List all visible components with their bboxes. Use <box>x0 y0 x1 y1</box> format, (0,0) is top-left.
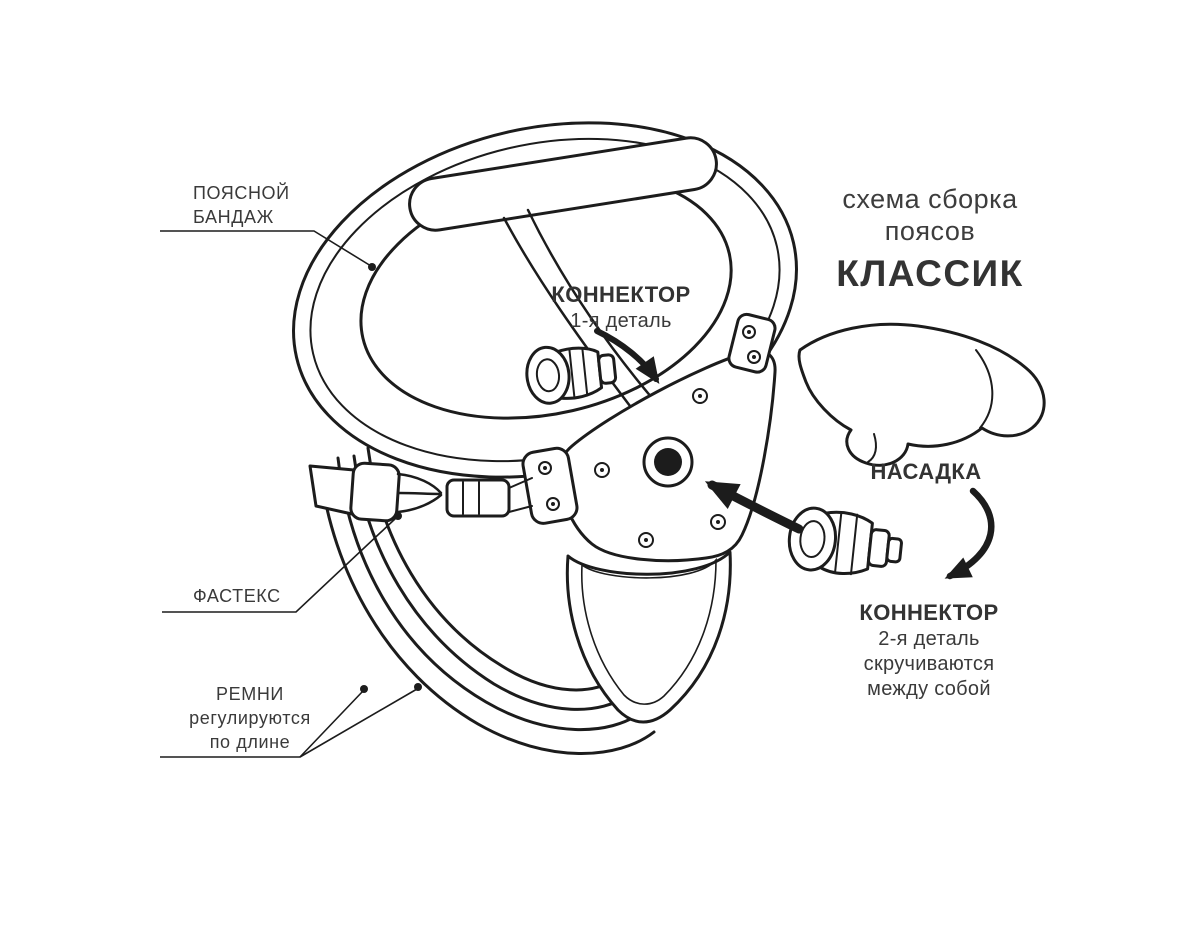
leader-waist-band <box>160 230 376 271</box>
label-waist-band: ПОЯСНОЙ БАНДАЖ <box>193 182 290 230</box>
arrow-nozzle-to-connector2 <box>944 487 995 580</box>
strap-adjuster-plate <box>521 446 579 525</box>
strap-slider <box>445 477 533 518</box>
nozzle-attachment-drawing <box>797 322 1046 467</box>
label-straps-line3: по длине <box>209 731 291 752</box>
connector-2-drawing <box>787 506 903 576</box>
label-connector-1-title: КОННЕКТОР <box>551 282 691 307</box>
label-nozzle: НАСАДКА <box>846 457 1006 486</box>
label-straps-line1: РЕМНИ <box>216 684 284 704</box>
label-connector-2-line3: между собой <box>867 678 991 701</box>
label-connector-2-line2: скручиваются <box>863 653 995 676</box>
fastex-buckle <box>308 461 443 523</box>
waist-pad <box>408 136 718 232</box>
top-bracket <box>727 312 777 374</box>
connector-1-drawing <box>525 345 618 405</box>
plate-center-hole <box>642 436 694 488</box>
label-connector-2-line1: 2-я деталь <box>878 628 980 651</box>
arrow-connector1-to-plate <box>594 328 660 384</box>
label-straps: РЕМНИ регулируются по длине <box>188 683 312 754</box>
title-line1: схема сборка <box>842 184 1018 214</box>
diagram-title: схема сборка поясов КЛАССИК <box>815 183 1045 295</box>
front-panel <box>565 550 732 724</box>
label-connector-1: КОННЕКТОР 1-я деталь <box>531 280 711 334</box>
label-connector-2: КОННЕКТОР 2-я деталь скручиваются между … <box>829 598 1029 702</box>
title-line3: КЛАССИК <box>836 252 1024 294</box>
label-fastex-title: ФАСТЕКС <box>193 586 281 606</box>
label-connector-2-title: КОННЕКТОР <box>859 600 999 625</box>
arrow-connector2-to-hole <box>704 480 804 534</box>
label-straps-line2: регулируются <box>189 707 311 728</box>
label-connector-1-subtitle: 1-я деталь <box>570 310 672 333</box>
label-waist-band-line2: БАНДАЖ <box>193 206 274 227</box>
leader-fastex <box>162 512 402 613</box>
label-nozzle-title: НАСАДКА <box>870 459 982 484</box>
label-waist-band-line1: ПОЯСНОЙ <box>193 183 290 203</box>
plate-screw-holes <box>594 388 726 548</box>
title-line2: поясов <box>884 216 976 247</box>
label-fastex: ФАСТЕКС <box>193 585 281 609</box>
leader-straps <box>160 683 422 758</box>
